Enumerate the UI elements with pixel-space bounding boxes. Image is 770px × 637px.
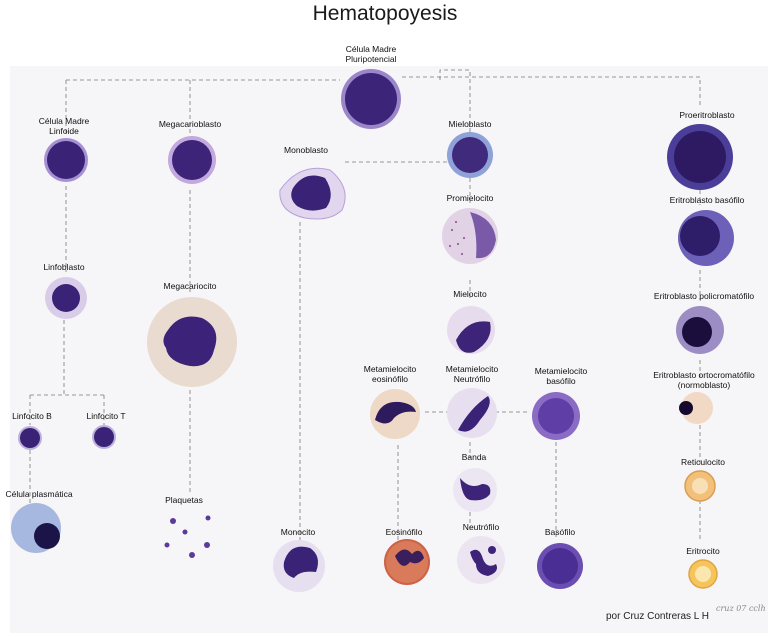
label-polychromatic-erythroblast: Eritroblasto policromatófilo <box>653 291 755 301</box>
label-lymphoblast: Linfoblasto <box>43 262 85 272</box>
lineage-connectors <box>29 69 701 545</box>
cell-orthochromatic-erythroblast <box>679 392 713 424</box>
label-megakaryoblast: Megacarioblasto <box>158 119 222 129</box>
paper-background <box>10 66 768 633</box>
label-proerythroblast: Proeritroblasto <box>679 110 735 120</box>
label-myelocyte: Mielocito <box>453 289 487 299</box>
cell-pluripotent <box>341 69 401 129</box>
cell-eosinophil <box>384 539 430 585</box>
label-neutrophil: Neutrófilo <box>462 522 500 532</box>
cell-myeloblast <box>447 132 493 178</box>
cell-platelets <box>164 515 211 558</box>
label-t-lymphocyte: Linfocito T <box>86 411 126 421</box>
cell-polychromatic-erythroblast <box>676 306 724 354</box>
label-platelets: Plaquetas <box>165 495 203 505</box>
label-band: Banda <box>461 452 487 462</box>
cell-lymphoid-stem <box>44 138 88 182</box>
cell-promyelocyte <box>442 208 498 264</box>
label-monocyte: Monocito <box>280 527 316 537</box>
label-orthochromatic-erythroblast: Eritroblasto ortocromatófilo(normoblasto… <box>653 370 755 390</box>
label-eosinophil: Eosinófilo <box>385 527 423 537</box>
promyelocyte-granules <box>449 221 465 255</box>
cell-monocyte <box>273 540 325 592</box>
cell-basophilic-metamyelocyte <box>532 392 580 440</box>
cell-monoblast <box>279 167 346 220</box>
cell-megakaryoblast <box>168 136 216 184</box>
label-promyelocyte: Promielocito <box>446 193 494 203</box>
artist-signature: cruz 07 cclh <box>716 604 766 613</box>
cell-erythrocyte <box>688 559 718 589</box>
label-megakaryocyte: Megacariocito <box>163 281 217 291</box>
cell-basophilic-erythroblast <box>678 210 734 266</box>
cell-proerythroblast <box>667 124 733 190</box>
label-monoblast: Monoblasto <box>284 145 328 155</box>
cell-t-lymphocyte <box>92 425 116 449</box>
cell-neutrophilic-metamyelocyte <box>447 388 497 438</box>
cell-eosinophilic-metamyelocyte <box>370 389 420 439</box>
cell-reticulocyte <box>684 470 716 502</box>
cell-band <box>453 468 497 512</box>
label-erythrocyte: Eritrocito <box>686 546 720 556</box>
diagram-title: Hematopoyesis <box>312 2 458 25</box>
label-b-lymphocyte: Linfocito B <box>12 411 52 421</box>
label-plasma: Célula plasmática <box>5 489 73 499</box>
author-credit: por Cruz Contreras L H <box>606 611 709 622</box>
cell-myelocyte <box>447 306 495 354</box>
label-basophil: Basófilo <box>544 527 576 537</box>
cell-neutrophil <box>457 536 505 584</box>
label-basophilic-erythroblast: Eritroblasto basófilo <box>669 195 745 205</box>
cell-megakaryocyte <box>147 297 237 387</box>
cell-plasma <box>11 503 61 553</box>
label-myeloblast: Mieloblasto <box>448 119 492 129</box>
connector-myeloblast <box>439 69 471 132</box>
cell-b-lymphocyte <box>18 426 42 450</box>
connector-top-right <box>402 76 701 108</box>
cell-lymphoblast <box>45 277 87 319</box>
label-reticulocyte: Reticulocito <box>681 457 725 467</box>
cell-basophil <box>537 543 583 589</box>
